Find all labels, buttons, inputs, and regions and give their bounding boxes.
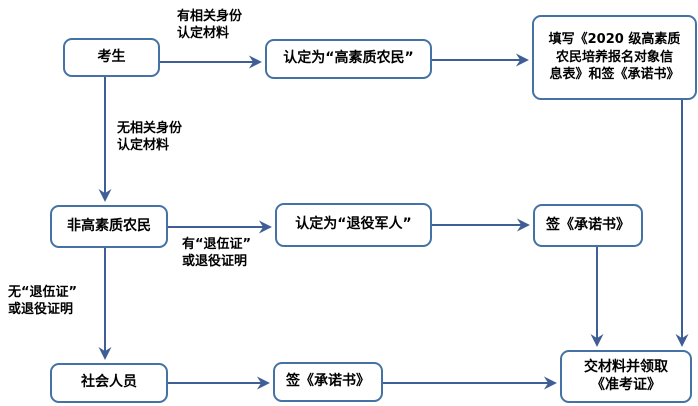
node-submit-materials: 交材料并领取 《准考证》 [560,350,692,403]
node-non-qualified-farmer: 非高素质农民 [50,205,168,248]
node-social-member: 社会人员 [50,363,168,403]
node-veteran: 认定为“退役军人” [275,203,432,247]
edge-label-has-discharge-certificate: 有“退伍证” 或退役证明 [182,237,252,269]
node-candidate: 考生 [63,38,160,77]
node-qualified-farmer: 认定为“高素质农民” [265,39,432,79]
node-sign-commitment-social: 签《承诺书》 [273,362,383,402]
edge-label-has-identity-materials: 有相关身份 认定材料 [177,9,243,41]
node-sign-commitment-veteran: 签《承诺书》 [533,204,643,247]
edge-label-no-identity-materials: 无相关身份 认定材料 [117,121,183,153]
edge-label-no-discharge-certificate: 无“退伍证” 或退役证明 [8,285,78,317]
node-fill-form: 填写《2020 级高素质 农民培养报名对象信 息表》和签《承诺书》 [532,15,697,100]
